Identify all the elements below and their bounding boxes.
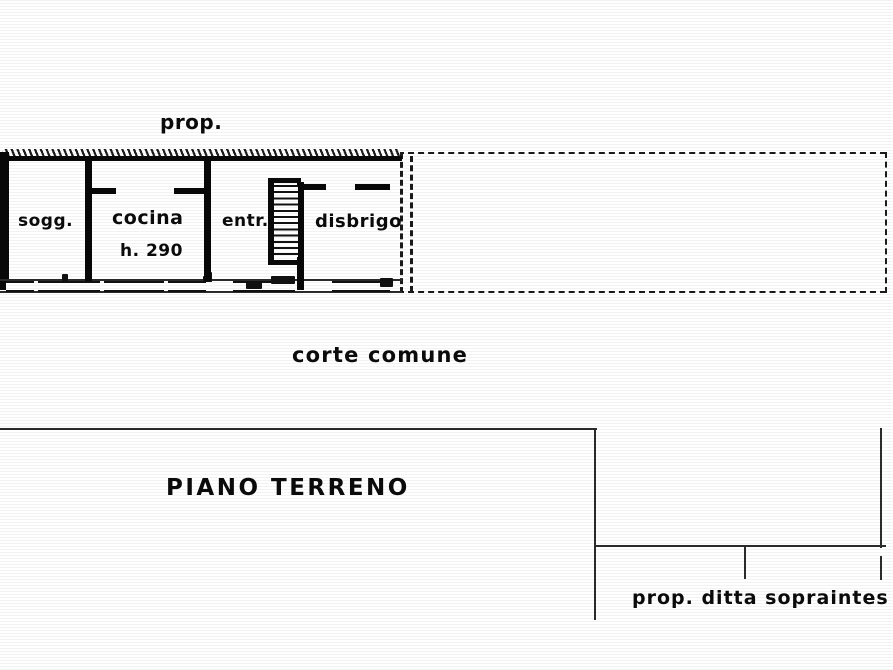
wall-jamb-mark	[62, 274, 68, 281]
building-right-wall-outer	[400, 153, 403, 293]
top-wall-hatching	[2, 149, 400, 157]
window-opening	[104, 281, 164, 292]
room-measure-cocina-height: h. 290	[120, 241, 183, 261]
label-corte-comune: corte comune	[292, 343, 469, 367]
staircase-top-rail	[268, 178, 301, 183]
property-line-right	[885, 152, 887, 293]
window-opening	[332, 281, 390, 292]
lower-block-right-edge	[880, 428, 883, 548]
courtyard-boundary-east	[594, 428, 597, 620]
lower-block-top-line	[594, 545, 886, 547]
window-opening	[6, 281, 34, 292]
courtyard-boundary-south	[0, 428, 597, 431]
window-opening	[168, 281, 206, 292]
property-line-bottom	[398, 291, 886, 293]
partition-wall-soggiorno-cocina	[85, 161, 92, 281]
window-opening	[233, 281, 295, 292]
partition-wall-entrata-disbrigo	[297, 182, 304, 290]
lower-block-divider	[744, 545, 746, 579]
property-line-top	[398, 152, 886, 154]
wall-jamb-mark	[380, 278, 393, 287]
staircase-steps	[274, 185, 298, 257]
exterior-wall-top	[0, 156, 402, 161]
wall-jamb-mark	[246, 282, 262, 289]
exterior-wall-bottom-inner	[0, 279, 402, 281]
exterior-wall-bottom-outer	[0, 291, 402, 293]
staircase	[268, 178, 304, 290]
window-opening	[38, 281, 100, 292]
door-stub-cocina-right	[174, 188, 205, 194]
building-right-wall-inner	[410, 156, 413, 292]
lower-block-right-edge-lower	[880, 556, 882, 580]
label-prop-ditta-sopraintes: prop. ditta sopraintes	[632, 587, 889, 609]
wall-jamb-mark	[271, 276, 295, 284]
room-label-soggiorno: sogg.	[18, 211, 74, 231]
staircase-bottom-rail	[268, 260, 298, 265]
door-stub-disbrigo-right	[355, 184, 390, 190]
room-label-cocina: cocina	[112, 207, 184, 229]
exterior-wall-left	[0, 152, 9, 290]
partition-wall-cocina-entrata	[204, 161, 211, 281]
door-stub-disbrigo-left	[297, 184, 326, 190]
room-label-disbrigo: disbrigo	[315, 211, 402, 232]
staircase-left-rail	[268, 178, 274, 264]
page-title: PIANO TERRENO	[166, 475, 410, 501]
door-stub-cocina-left	[85, 188, 116, 194]
label-prop-top: prop.	[160, 110, 223, 134]
room-label-entrata: entr.	[222, 211, 269, 231]
